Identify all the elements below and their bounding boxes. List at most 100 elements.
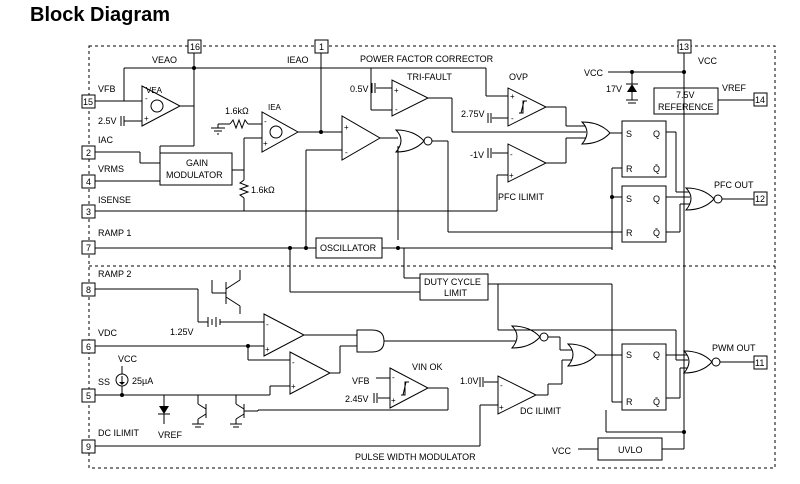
- ss-comparator: [289, 351, 332, 395]
- pin-11-number: 11: [755, 358, 764, 368]
- pin-ieao-label: IEAO: [287, 55, 309, 65]
- pin-13-number: 13: [679, 42, 689, 52]
- svg-text:Q: Q: [653, 129, 660, 139]
- svg-text:-: -: [264, 117, 267, 126]
- svg-text:-: -: [511, 114, 514, 123]
- svg-text:+: +: [499, 403, 504, 412]
- svg-text:-: -: [145, 94, 148, 103]
- pin-vdc-label: VDC: [98, 328, 118, 338]
- pin-9-number: 9: [86, 442, 91, 452]
- pin-iac-label: IAC: [98, 135, 114, 145]
- page-title: Block Diagram: [30, 4, 171, 26]
- zener-voltage: 17V: [606, 84, 622, 94]
- dc-ilimit-ref-value: 1.0V: [460, 376, 479, 386]
- resistor-2-value: 1.6kΩ: [251, 185, 275, 195]
- pfc-out-nor-gate: [684, 187, 715, 211]
- pwm-section-label: PULSE WIDTH MODULATOR: [355, 452, 476, 462]
- vin-ok-vfb-label: VFB: [352, 376, 370, 386]
- svg-text:Q: Q: [653, 194, 660, 204]
- svg-text:Q̄: Q̄: [653, 397, 660, 407]
- svg-text:-: -: [500, 381, 503, 390]
- pin-12-number: 12: [755, 194, 765, 204]
- reference-label-1: 7.5V: [676, 90, 695, 100]
- duty-cycle-limit-block: [419, 273, 489, 301]
- vea-ref-value: 2.5V: [98, 116, 117, 126]
- uvlo-vcc-label: VCC: [552, 446, 572, 456]
- pin-2-number: 2: [86, 148, 91, 158]
- fault-flip-flop: [621, 120, 667, 178]
- pwm-out-nor-gate: [682, 350, 713, 374]
- pin-dc-ilimit-label: DC ILIMIT: [98, 428, 140, 438]
- pin-vref-label: VREF: [722, 83, 747, 93]
- gain-modulator: [159, 152, 233, 186]
- pin-16-number: 16: [190, 42, 200, 52]
- vin-ok-ref-value: 2.45V: [345, 394, 369, 404]
- pin-6-number: 6: [86, 342, 91, 352]
- tri-fault-label: TRI-FAULT: [407, 72, 452, 82]
- oscillator-label: OSCILLATOR: [320, 243, 377, 253]
- pfc-ilimit-comparator: [507, 143, 548, 183]
- svg-text:-: -: [292, 358, 295, 367]
- pin-1-number: 1: [319, 42, 324, 52]
- vcc-zener-label: VCC: [584, 68, 604, 78]
- ss-current-value: 25µA: [132, 376, 153, 386]
- pwm-flip-flop: [621, 343, 667, 411]
- svg-text:-: -: [345, 148, 348, 157]
- tri-fault-ref-value: 0.5V: [350, 84, 369, 94]
- pwm-or-gate: [566, 343, 597, 367]
- ovp-ref-value: 2.75V: [461, 109, 485, 119]
- pwm-comparator: [263, 313, 306, 357]
- svg-text:+: +: [391, 396, 396, 405]
- pin-14-number: 14: [755, 95, 765, 105]
- dc-ilimit-label: DC ILIMIT: [520, 406, 562, 416]
- zener-diode: [627, 84, 637, 92]
- pfc-comparator: [341, 115, 381, 161]
- chip-boundary: [88, 45, 776, 469]
- pwm-and-gate: [356, 329, 385, 353]
- svg-text:+: +: [291, 382, 296, 391]
- pfc-section-label: POWER FACTOR CORRECTOR: [360, 54, 494, 64]
- svg-text:S: S: [626, 129, 632, 139]
- vea-amplifier: [141, 85, 182, 127]
- resistor-1-value: 1.6kΩ: [225, 106, 249, 116]
- reference-label-2: REFERENCE: [658, 102, 714, 112]
- ss-vcc-label: VCC: [118, 354, 138, 364]
- pin-vfb-label: VFB: [98, 84, 116, 94]
- pin-vcc-label: VCC: [698, 56, 718, 66]
- pfc-flip-flop: [621, 185, 667, 243]
- pin-ramp1-label: RAMP 1: [98, 228, 131, 238]
- pwm-nor-gate: [510, 325, 541, 349]
- svg-text:Q: Q: [653, 350, 660, 360]
- ovp-label: OVP: [509, 72, 528, 82]
- svg-text:S: S: [626, 350, 632, 360]
- svg-text:+: +: [394, 86, 399, 95]
- reference-block: [653, 87, 719, 115]
- iea-amplifier: [261, 111, 300, 153]
- vin-ok-label: VIN OK: [412, 362, 443, 372]
- vea-label: VEA: [146, 86, 163, 95]
- pin-3-number: 3: [86, 207, 91, 217]
- svg-text:Q̄: Q̄: [653, 164, 660, 174]
- pin-4-number: 4: [86, 177, 91, 187]
- svg-text:-: -: [510, 150, 513, 159]
- tri-fault-comparator: [391, 79, 430, 117]
- svg-text:Q̄: Q̄: [653, 228, 660, 238]
- uvlo-label: UVLO: [618, 445, 643, 455]
- pin-15-number: 15: [83, 97, 93, 107]
- ovp-comparator: [507, 87, 548, 127]
- dcl-label-2: LIMIT: [444, 288, 468, 298]
- pfc-ilimit-ref-value: -1V: [470, 150, 484, 160]
- pfc-nor-gate: [394, 129, 425, 153]
- pin-ramp2-label: RAMP 2: [98, 269, 131, 279]
- pin-pfc-out-label: PFC OUT: [714, 180, 754, 190]
- svg-text:R: R: [626, 397, 633, 407]
- pin-pwm-out-label: PWM OUT: [712, 343, 756, 353]
- gain-mod-label-2: MODULATOR: [166, 170, 223, 180]
- pin-5-number: 5: [86, 391, 91, 401]
- ss-vref-label: VREF: [158, 430, 183, 440]
- dc-ilimit-comparator: [497, 375, 538, 415]
- pin-8-number: 8: [86, 285, 91, 295]
- pin-ss-label: SS: [98, 377, 110, 387]
- pin-vrms-label: VRMS: [98, 164, 124, 174]
